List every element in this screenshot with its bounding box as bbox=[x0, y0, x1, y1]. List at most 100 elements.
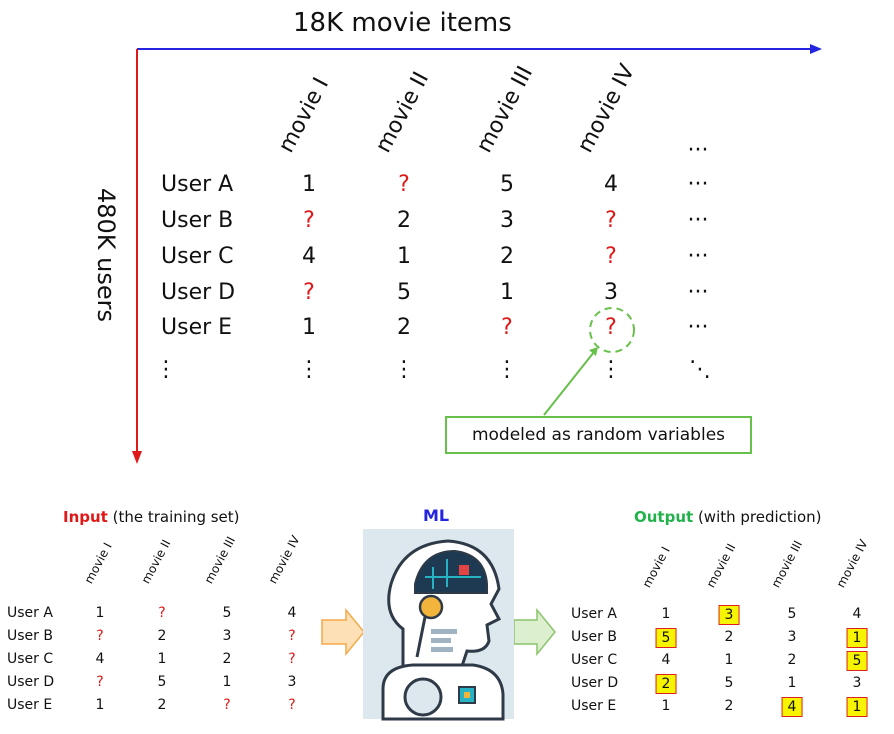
top-cell: ? bbox=[605, 315, 617, 340]
input-cell: 4 bbox=[95, 651, 105, 667]
input-cell: ? bbox=[223, 697, 231, 713]
output-cell: 5 bbox=[787, 606, 797, 622]
input-cell: 1 bbox=[222, 674, 232, 690]
top-row-ellipsis: ⋮ bbox=[298, 357, 320, 382]
y-axis-arrowhead bbox=[132, 451, 142, 464]
x-axis-arrowhead bbox=[810, 44, 822, 54]
top-cell: ? bbox=[605, 244, 617, 269]
top-row-label: User B bbox=[161, 208, 234, 233]
input-cell: 2 bbox=[157, 628, 167, 644]
output-cell: 5 bbox=[724, 675, 734, 691]
top-cell: 1 bbox=[500, 280, 514, 305]
top-cell: 2 bbox=[500, 244, 514, 269]
output-row-label: User A bbox=[571, 606, 617, 622]
input-cell: 1 bbox=[95, 605, 105, 621]
top-cell: 1 bbox=[302, 172, 316, 197]
top-cell-ellipsis: ··· bbox=[687, 208, 709, 233]
output-row-label: User C bbox=[571, 652, 618, 668]
output-cell: 1 bbox=[724, 652, 734, 668]
output-cell: 3 bbox=[787, 629, 797, 645]
output-cell: 1 bbox=[787, 675, 797, 691]
top-cell-ellipsis: ··· bbox=[687, 244, 709, 269]
output-title: Output (with prediction) bbox=[634, 508, 822, 526]
top-row-label: User A bbox=[161, 172, 234, 197]
output-cell-predicted: 5 bbox=[846, 651, 868, 671]
output-cell-predicted: 4 bbox=[781, 697, 803, 717]
top-cell: 3 bbox=[604, 280, 618, 305]
top-cell: ? bbox=[303, 208, 315, 233]
input-to-ml-arrow bbox=[321, 607, 365, 657]
axes bbox=[132, 44, 822, 464]
top-cell: 2 bbox=[397, 315, 411, 340]
input-row-label: User A bbox=[7, 605, 53, 621]
highlight-circle bbox=[589, 307, 635, 353]
top-cell: ? bbox=[605, 208, 617, 233]
input-row-label: User D bbox=[7, 674, 55, 690]
input-cell: 2 bbox=[222, 651, 232, 667]
input-cell: ? bbox=[96, 628, 104, 644]
input-title-bold: Input bbox=[63, 508, 108, 526]
output-title-bold: Output bbox=[634, 508, 694, 526]
top-cell: ? bbox=[501, 315, 513, 340]
top-cell: ? bbox=[398, 172, 410, 197]
output-row-label: User E bbox=[571, 698, 617, 714]
output-cell: 2 bbox=[787, 652, 797, 668]
top-cell: 1 bbox=[302, 315, 316, 340]
top-cell-ellipsis: ··· bbox=[687, 280, 709, 305]
top-row-ellipsis: ⋮ bbox=[600, 357, 622, 382]
input-cell: ? bbox=[288, 697, 296, 713]
top-cell: 4 bbox=[302, 244, 316, 269]
robot-head-icon bbox=[363, 529, 514, 721]
top-cell-ellipsis: ··· bbox=[687, 315, 709, 340]
top-row-label: User C bbox=[161, 244, 234, 269]
output-cell: 2 bbox=[724, 698, 734, 714]
top-cell: 3 bbox=[500, 208, 514, 233]
input-cell: ? bbox=[96, 674, 104, 690]
top-cell: 5 bbox=[500, 172, 514, 197]
output-cell-predicted: 1 bbox=[846, 628, 868, 648]
output-cell-predicted: 3 bbox=[718, 605, 740, 625]
top-cell: ? bbox=[303, 280, 315, 305]
output-cell-predicted: 2 bbox=[655, 674, 677, 694]
output-cell: 1 bbox=[661, 606, 671, 622]
input-row-label: User E bbox=[7, 697, 53, 713]
top-cell: 4 bbox=[604, 172, 618, 197]
input-cell: ? bbox=[288, 651, 296, 667]
top-row-ellipsis: ⋮ bbox=[496, 357, 518, 382]
top-cell-ellipsis: ··· bbox=[687, 172, 709, 197]
input-cell: 3 bbox=[287, 674, 297, 690]
top-row-label: User E bbox=[161, 315, 233, 340]
input-cell: 5 bbox=[222, 605, 232, 621]
top-diag-ellipsis: ⋱ bbox=[689, 357, 711, 382]
top-cell: 5 bbox=[397, 280, 411, 305]
input-row-label: User C bbox=[7, 651, 54, 667]
output-row-label: User D bbox=[571, 675, 619, 691]
input-cell: 3 bbox=[222, 628, 232, 644]
input-title: Input (the training set) bbox=[63, 508, 240, 526]
output-title-rest: (with prediction) bbox=[693, 508, 822, 526]
top-col-ellipsis: ··· bbox=[687, 138, 709, 163]
output-row-label: User B bbox=[571, 629, 617, 645]
input-cell: ? bbox=[288, 628, 296, 644]
top-row-ellipsis: ⋮ bbox=[155, 357, 177, 382]
callout-arrow bbox=[543, 351, 595, 416]
output-cell-predicted: 1 bbox=[846, 697, 868, 717]
top-cell: 1 bbox=[397, 244, 411, 269]
output-cell: 2 bbox=[724, 629, 734, 645]
output-cell: 3 bbox=[852, 675, 862, 691]
input-row-label: User B bbox=[7, 628, 53, 644]
output-cell: 1 bbox=[661, 698, 671, 714]
output-cell: 4 bbox=[852, 606, 862, 622]
input-cell: 5 bbox=[157, 674, 167, 690]
callout-box: modeled as random variables bbox=[445, 416, 752, 454]
input-cell: 4 bbox=[287, 605, 297, 621]
x-axis-label: 18K movie items bbox=[293, 8, 512, 38]
output-cell-predicted: 5 bbox=[655, 628, 677, 648]
output-cell: 4 bbox=[661, 652, 671, 668]
input-title-rest: (the training set) bbox=[107, 508, 240, 526]
ml-to-output-arrow bbox=[513, 607, 556, 657]
ml-label: ML bbox=[422, 506, 450, 525]
callout-arrowhead bbox=[589, 347, 598, 356]
top-cell: 2 bbox=[397, 208, 411, 233]
